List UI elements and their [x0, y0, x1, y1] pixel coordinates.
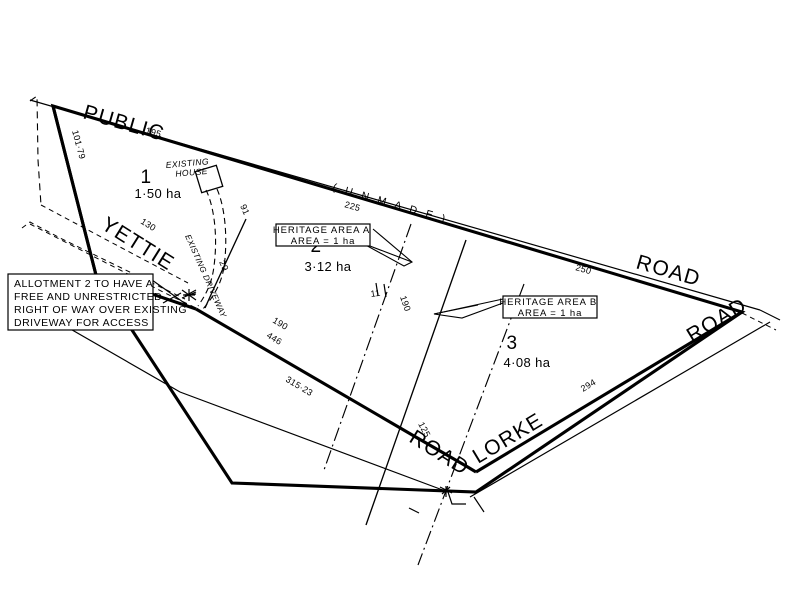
existing-driveway-edge-2: [202, 188, 227, 310]
reserve-dashed-east-corner: [741, 312, 777, 331]
dimension-190-lot2-lot3: 190: [398, 294, 413, 312]
heritage-b-callout-box: [502, 295, 598, 319]
lot2-lot3-boundary: [365, 239, 467, 526]
survey-tick-south-west: [408, 507, 420, 514]
survey-tick-lorke: [473, 496, 485, 513]
lot-3-number: 3: [506, 333, 517, 354]
lot1-west-boundary: [51, 105, 98, 276]
heritage-area-b-callout[interactable]: HERITAGE AREA B AREA = 1 ha: [433, 295, 601, 319]
road-bottom-leg: [465, 464, 477, 474]
survey-cross-west: [181, 289, 197, 301]
heritage-b-callout-text: HERITAGE AREA B AREA = 1 ha: [499, 297, 600, 319]
heritage-hatch-label: 11: [370, 288, 381, 299]
dimension-91: 91: [238, 203, 251, 217]
dimension-101-79: 101·79: [70, 129, 87, 160]
lot-3-area: 4·08 ha: [504, 355, 551, 370]
lot-1-area: 1·50 ha: [135, 186, 182, 201]
survey-tick-west-lead: [162, 292, 182, 304]
survey-cross-south: [439, 486, 453, 497]
lorke-road-frontage: [475, 310, 743, 474]
note-text: ALLOTMENT 2 TO HAVE A FREE AND UNRESTRIC…: [14, 278, 190, 329]
heritage-area-a-boundary: [323, 223, 412, 471]
survey-offset-south: [447, 491, 466, 505]
heritage-hatch-ticks: [375, 282, 387, 298]
lot1-lot2-boundary: [204, 218, 247, 309]
heritage-a-leader-line: [361, 228, 413, 267]
lot-1-number: 1: [140, 167, 151, 188]
yettie-road-outer-edge: [19, 299, 449, 493]
existing-house-shape: [194, 164, 224, 194]
public-road-name: PUBLIC: [81, 101, 168, 146]
southwest-long-boundary: [195, 307, 467, 468]
reserve-dashed-northwest: [29, 94, 42, 206]
public-road-road-word: ROAD: [634, 251, 704, 291]
existing-house-label: EXISTING HOUSE: [165, 156, 213, 179]
right-of-way-note[interactable]: ALLOTMENT 2 TO HAVE A FREE AND UNRESTRIC…: [7, 273, 191, 331]
heritage-b-leader-line: [433, 302, 504, 319]
lot-2-area: 3·12 ha: [305, 259, 352, 274]
note-box: [7, 273, 154, 331]
dimension-29: 29: [217, 259, 230, 273]
heritage-a-callout-box: [275, 223, 371, 247]
dimension-225: 225: [343, 199, 361, 213]
yettie-road-road-word: ROAD: [405, 426, 473, 480]
dimension-190-southwest: 190: [271, 315, 290, 332]
heritage-b-leader-arrow: [433, 298, 504, 315]
heritage-a-callout-text: HERITAGE AREA A AREA = 1 ha: [273, 225, 373, 247]
reserve-dashed-yettie-inner: [21, 221, 186, 300]
lorke-road-outer-edge: [469, 321, 771, 498]
heritage-area-a-callout[interactable]: HERITAGE AREA A AREA = 1 ha: [273, 223, 413, 267]
yettie-road-name: YETTIE: [97, 213, 178, 276]
dimension-446: 446: [265, 330, 284, 347]
reserve-dashed-yettie-lower: [29, 223, 197, 309]
public-road-east-edge: [759, 309, 781, 321]
dimension-250: 250: [574, 262, 592, 276]
heritage-area-b-boundary: [417, 283, 525, 566]
dimension-315-23: 315·23: [284, 374, 315, 398]
reserve-dashed-west-spur: [40, 204, 189, 284]
dimension-294: 294: [579, 377, 598, 394]
dimension-195: 195: [144, 125, 162, 139]
dimension-130: 130: [139, 216, 158, 233]
